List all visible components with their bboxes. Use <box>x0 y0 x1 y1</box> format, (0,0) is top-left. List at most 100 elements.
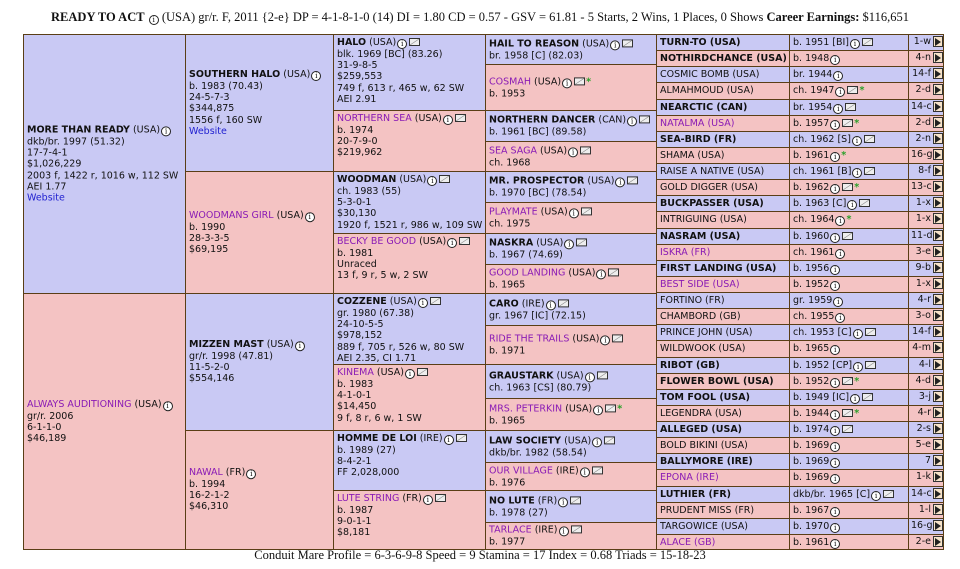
expand-arrow-button[interactable] <box>933 359 943 370</box>
horse-name-link[interactable]: MRS. PETERKIN <box>489 402 563 414</box>
info-icon[interactable]: i <box>579 466 590 477</box>
info-icon[interactable]: i <box>830 523 841 533</box>
info-icon[interactable]: i <box>442 115 453 125</box>
info-icon[interactable]: i <box>830 120 841 130</box>
mail-icon[interactable] <box>883 490 895 498</box>
mail-icon[interactable] <box>612 334 624 343</box>
horse-name-link[interactable]: TOM FOOL (USA) <box>660 392 750 403</box>
mail-icon[interactable] <box>863 135 875 143</box>
expand-arrow-button[interactable] <box>933 117 943 128</box>
mail-icon[interactable] <box>865 361 877 369</box>
horse-name-link[interactable]: NEARCTIC (CAN) <box>660 102 748 113</box>
info-icon[interactable]: i <box>835 249 846 259</box>
info-icon[interactable]: i <box>830 426 841 436</box>
info-icon[interactable]: i <box>835 313 846 323</box>
info-icon[interactable]: i <box>564 239 575 250</box>
info-icon[interactable]: i <box>847 200 858 210</box>
info-icon[interactable]: i <box>850 394 861 404</box>
expand-arrow-button[interactable] <box>933 230 943 241</box>
horse-name-link[interactable]: HOMME DE LOI <box>337 433 417 444</box>
info-icon[interactable]: i <box>833 297 844 307</box>
info-icon[interactable]: i <box>161 126 172 137</box>
website-link[interactable]: Website <box>27 192 65 204</box>
horse-name-link[interactable]: LUTHIER (FR) <box>660 489 731 500</box>
info-icon[interactable]: i <box>835 216 846 226</box>
horse-name-link[interactable]: NOTHIRDCHANCE (USA) <box>660 53 787 64</box>
expand-arrow-button[interactable] <box>933 407 943 418</box>
mail-icon[interactable] <box>455 434 467 442</box>
mail-icon[interactable] <box>842 425 854 433</box>
expand-arrow-button[interactable] <box>933 310 943 321</box>
info-icon[interactable]: i <box>311 70 322 81</box>
mail-icon[interactable] <box>459 237 471 245</box>
expand-arrow-button[interactable] <box>933 133 943 144</box>
expand-arrow-button[interactable] <box>933 36 943 47</box>
expand-arrow-button[interactable] <box>933 278 943 289</box>
info-icon[interactable]: i <box>871 491 882 501</box>
mail-icon[interactable] <box>842 232 854 240</box>
info-icon[interactable]: i <box>830 458 841 468</box>
info-icon[interactable]: i <box>852 168 863 178</box>
horse-name-link[interactable]: BEST SIDE (USA) <box>660 279 740 290</box>
expand-arrow-button[interactable] <box>933 455 943 466</box>
mail-icon[interactable] <box>842 377 854 385</box>
horse-name-link[interactable]: HALO <box>337 37 367 48</box>
expand-arrow-button[interactable] <box>933 520 943 531</box>
horse-name-link[interactable]: WOODMAN <box>337 174 397 185</box>
info-icon[interactable]: i <box>610 39 621 50</box>
horse-name-link[interactable]: TURN-TO (USA) <box>660 37 741 48</box>
horse-name-link[interactable]: NORTHERN DANCER <box>489 114 596 126</box>
mail-icon[interactable] <box>416 368 428 376</box>
horse-name-link[interactable]: MR. PROSPECTOR <box>489 175 585 187</box>
mail-icon[interactable] <box>605 403 617 412</box>
expand-arrow-button[interactable] <box>933 101 943 112</box>
info-icon[interactable]: i <box>568 208 579 219</box>
horse-name-link[interactable]: BECKY BE GOOD <box>337 236 417 247</box>
mail-icon[interactable] <box>862 38 873 46</box>
info-icon[interactable]: i <box>294 341 305 352</box>
mail-icon[interactable] <box>570 525 582 534</box>
website-link[interactable]: Website <box>189 125 227 137</box>
mail-icon[interactable] <box>429 297 441 305</box>
mail-icon[interactable] <box>409 38 421 46</box>
horse-name-link[interactable]: NAWAL <box>189 467 223 479</box>
horse-name-link[interactable]: RAISE A NATIVE (USA) <box>660 166 765 177</box>
expand-arrow-button[interactable] <box>933 439 943 450</box>
expand-arrow-button[interactable] <box>933 504 943 515</box>
horse-name-link[interactable]: BUCKPASSER (USA) <box>660 198 764 209</box>
info-icon[interactable]: i <box>592 436 603 447</box>
info-icon[interactable]: i <box>851 136 862 146</box>
horse-name-link[interactable]: COZZENE <box>337 296 387 307</box>
info-icon[interactable]: i <box>417 298 428 308</box>
mail-icon[interactable] <box>574 76 586 85</box>
expand-arrow-button[interactable] <box>933 165 943 176</box>
expand-arrow-button[interactable] <box>933 84 943 95</box>
horse-name-link[interactable]: NATALMA (USA) <box>660 118 735 129</box>
mail-icon[interactable] <box>557 298 569 307</box>
horse-name-link[interactable]: ALWAYS AUDITIONING <box>27 398 132 410</box>
info-icon[interactable]: i <box>443 435 454 445</box>
info-icon[interactable]: i <box>830 345 841 355</box>
horse-name-link[interactable]: COSMAH <box>489 75 531 87</box>
expand-arrow-button[interactable] <box>933 149 943 160</box>
info-icon[interactable]: i <box>852 329 863 339</box>
mail-icon[interactable] <box>434 494 446 502</box>
expand-arrow-button[interactable] <box>933 375 943 386</box>
info-icon[interactable]: i <box>427 176 438 186</box>
horse-name-link[interactable]: CARO <box>489 297 519 309</box>
expand-arrow-button[interactable] <box>933 213 943 224</box>
horse-name-link[interactable]: LEGENDRA (USA) <box>660 408 742 419</box>
info-icon[interactable]: i <box>596 269 607 280</box>
info-icon[interactable]: i <box>447 238 458 248</box>
mail-icon[interactable] <box>596 370 608 379</box>
horse-name-link[interactable]: RIBOT (GB) <box>660 360 720 371</box>
horse-name-link[interactable]: ISKRA (FR) <box>660 247 711 258</box>
info-icon[interactable]: i <box>830 281 841 291</box>
horse-name-link[interactable]: NORTHERN SEA <box>337 113 412 124</box>
horse-name-link[interactable]: BALLYMORE (IRE) <box>660 456 753 467</box>
mail-icon[interactable] <box>580 207 592 216</box>
info-icon[interactable]: i <box>246 469 257 480</box>
mail-icon[interactable] <box>454 114 466 122</box>
info-icon[interactable]: i <box>562 77 573 88</box>
horse-name-link[interactable]: INTRIGUING (USA) <box>660 214 747 225</box>
